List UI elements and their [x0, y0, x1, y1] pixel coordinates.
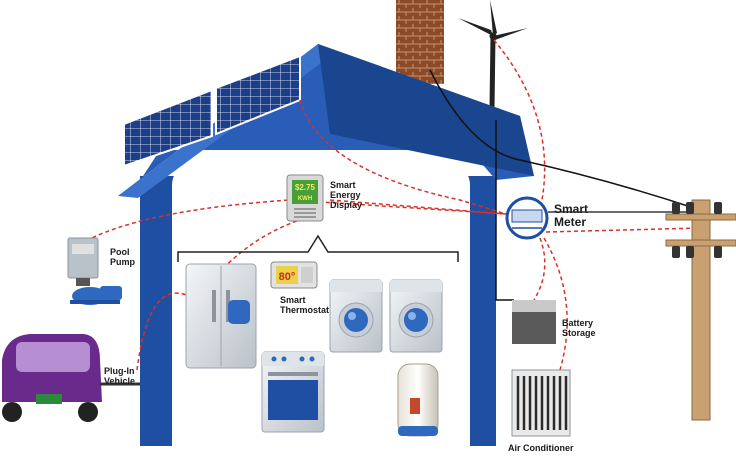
smart-meter-label: Smart Meter	[554, 202, 589, 229]
utility-pole-icon	[665, 199, 736, 421]
pool-pump-icon	[67, 237, 122, 305]
air-conditioner-icon	[511, 369, 571, 437]
washer-icon	[329, 279, 383, 353]
water-heater-icon	[397, 363, 439, 437]
smart-thermostat-icon: 80°	[270, 261, 318, 289]
appliance-bracket	[177, 234, 459, 262]
smart-energy-display-icon: $2.75 KWH	[286, 174, 324, 222]
thermostat-readout: 80°	[279, 271, 296, 283]
wind-turbine-icon	[458, 0, 528, 109]
smart-thermostat-label: Smart Thermostat	[280, 295, 330, 315]
chimney	[396, 0, 444, 84]
battery-storage-label: Battery Storage	[562, 318, 596, 338]
dryer-icon	[389, 279, 443, 353]
smart-energy-display-label: Smart Energy Display	[330, 180, 363, 210]
plug-in-vehicle-icon	[2, 334, 140, 422]
energy-kwh-readout: KWH	[298, 196, 312, 202]
energy-cost-readout: $2.75	[295, 183, 316, 192]
battery-storage-icon	[512, 300, 556, 344]
plug-in-vehicle-label: Plug-In Vehicle	[104, 366, 136, 386]
smart-meter-icon	[505, 196, 549, 240]
air-conditioner-label: Air Conditioner	[508, 443, 574, 453]
pool-pump-label: Pool Pump	[110, 247, 136, 267]
oven-icon	[261, 351, 325, 433]
refrigerator-icon	[185, 263, 257, 369]
